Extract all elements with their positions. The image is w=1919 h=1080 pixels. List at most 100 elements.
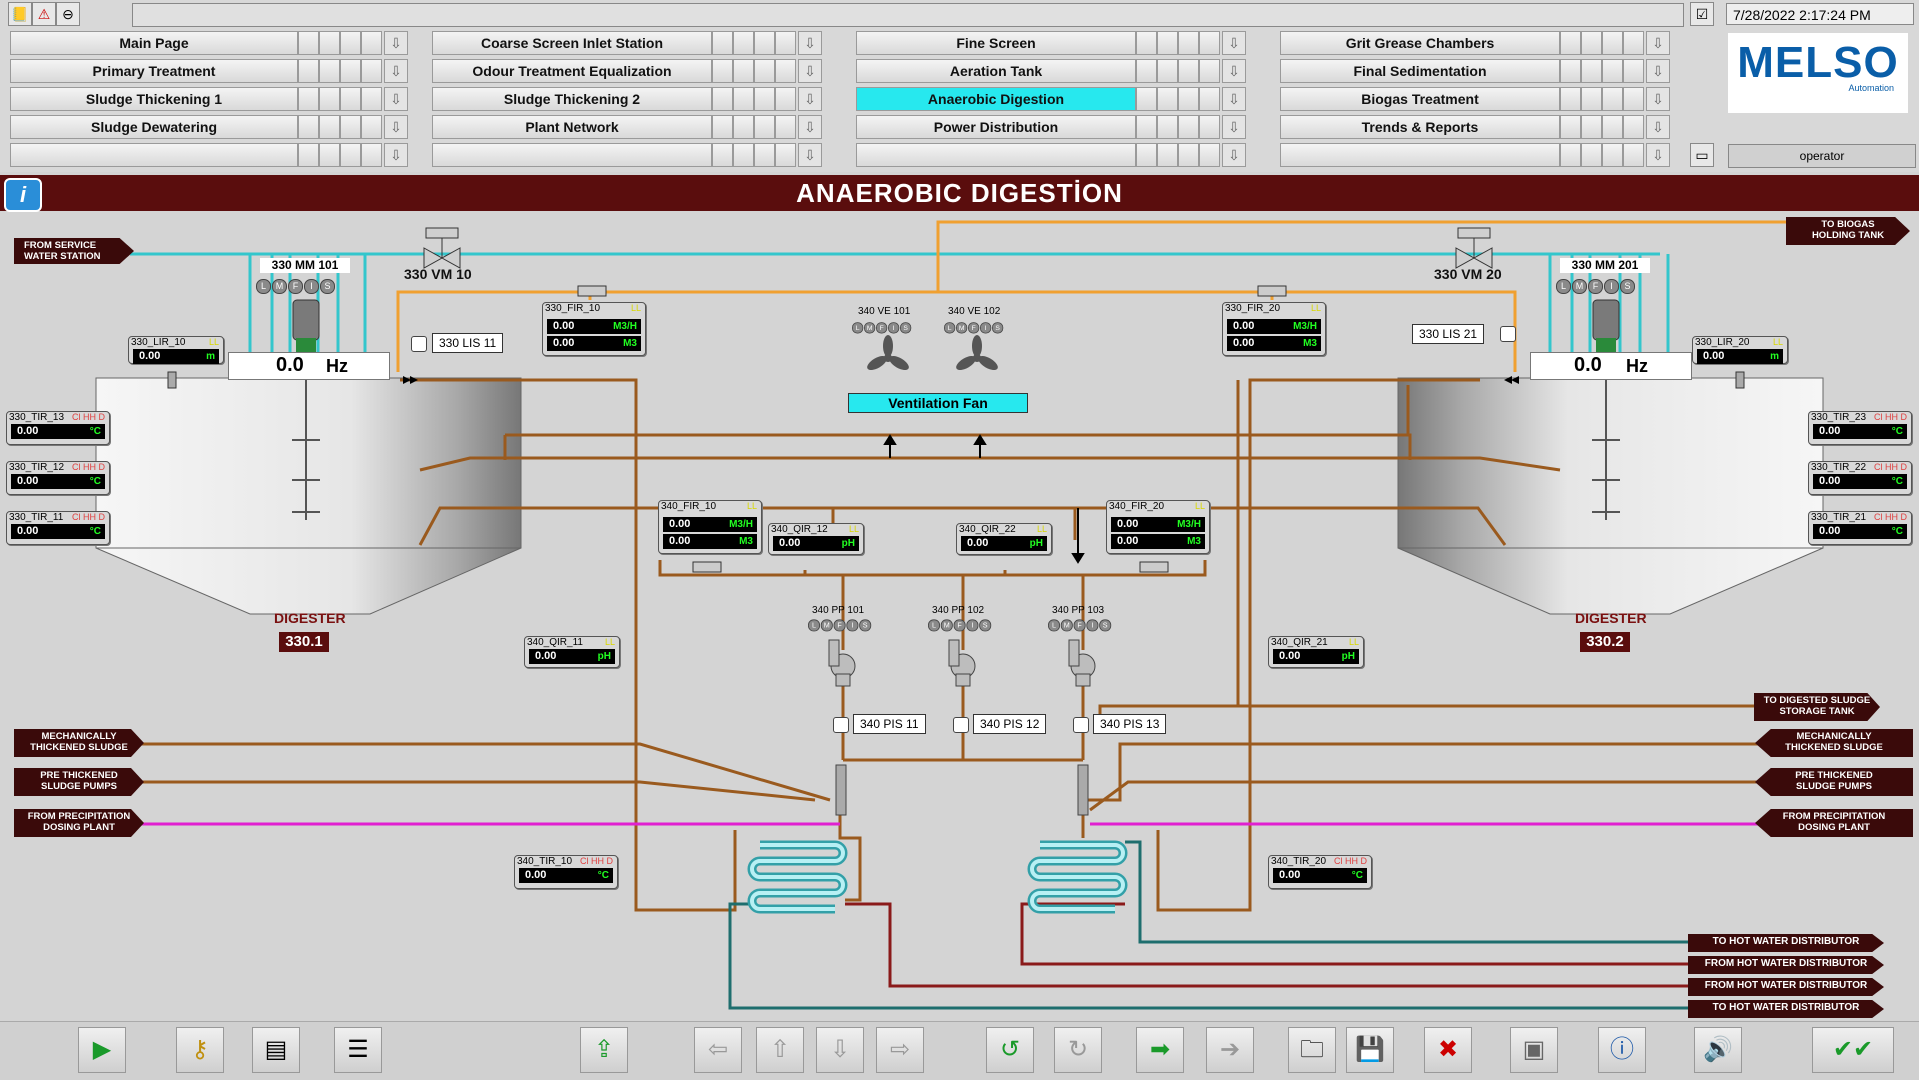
alarm-icon[interactable]: ⚠ [32, 2, 56, 26]
nav-slot[interactable] [361, 87, 382, 111]
nav-slot[interactable] [298, 115, 319, 139]
sound-icon[interactable]: 🔊 [1694, 1027, 1742, 1073]
nav-button-1-2[interactable]: Primary Treatment [10, 59, 298, 83]
key-icon[interactable]: ⚷ [176, 1027, 224, 1073]
nav-slot[interactable] [1136, 143, 1157, 167]
screen-icon[interactable]: ▭ [1690, 143, 1714, 167]
nav-slot[interactable] [1602, 31, 1623, 55]
nav-button-4-5[interactable] [1280, 143, 1560, 167]
lis21-checkbox[interactable] [1500, 326, 1516, 342]
nav-button-2-5[interactable] [432, 143, 712, 167]
nav-slot[interactable] [298, 87, 319, 111]
nav-slot[interactable] [1178, 59, 1199, 83]
nav-button-1-5[interactable] [10, 143, 298, 167]
acknowledge-icon[interactable]: ✔✔ [1812, 1027, 1894, 1073]
nav-slot[interactable] [1602, 87, 1623, 111]
minimize-icon[interactable]: ⊖ [56, 2, 80, 26]
nav-slot[interactable] [1157, 115, 1178, 139]
nav-down-arrow-icon[interactable]: ⇩ [1222, 31, 1246, 55]
nav-down-arrow-icon[interactable]: ⇩ [384, 59, 408, 83]
nav-slot[interactable] [298, 31, 319, 55]
nav-down-arrow-icon[interactable]: ⇩ [798, 87, 822, 111]
nav-slot[interactable] [1157, 59, 1178, 83]
nav-slot[interactable] [1199, 87, 1220, 111]
nav-slot[interactable] [319, 59, 340, 83]
pis13-checkbox[interactable] [1073, 717, 1089, 733]
undo-icon[interactable]: ↺ [986, 1027, 1034, 1073]
nav-slot[interactable] [1560, 143, 1581, 167]
nav-button-1-1[interactable]: Main Page [10, 31, 298, 55]
nav-slot[interactable] [754, 115, 775, 139]
down-arrow-icon[interactable]: ⇩ [816, 1027, 864, 1073]
nav-button-3-3[interactable]: Anaerobic Digestion [856, 87, 1136, 111]
nav-down-arrow-icon[interactable]: ⇩ [798, 115, 822, 139]
nav-slot[interactable] [1136, 31, 1157, 55]
nav-down-arrow-icon[interactable]: ⇩ [798, 143, 822, 167]
nav-slot[interactable] [298, 143, 319, 167]
ventilation-fan-button[interactable]: Ventilation Fan [848, 393, 1028, 413]
nav-button-1-3[interactable]: Sludge Thickening 1 [10, 87, 298, 111]
nav-slot[interactable] [712, 143, 733, 167]
nav-slot[interactable] [733, 143, 754, 167]
nav-slot[interactable] [319, 31, 340, 55]
nav-slot[interactable] [712, 115, 733, 139]
nav-button-2-1[interactable]: Coarse Screen Inlet Station [432, 31, 712, 55]
nav-slot[interactable] [340, 143, 361, 167]
nav-slot[interactable] [775, 31, 796, 55]
nav-slot[interactable] [712, 31, 733, 55]
nav-down-arrow-icon[interactable]: ⇩ [798, 59, 822, 83]
nav-slot[interactable] [340, 31, 361, 55]
nav-slot[interactable] [1602, 143, 1623, 167]
nav-down-arrow-icon[interactable]: ⇩ [1222, 143, 1246, 167]
nav-slot[interactable] [1623, 143, 1644, 167]
nav-slot[interactable] [340, 87, 361, 111]
help-icon[interactable]: ⓘ [1598, 1027, 1646, 1073]
nav-down-arrow-icon[interactable]: ⇩ [384, 143, 408, 167]
nav-slot[interactable] [361, 143, 382, 167]
nav-button-4-1[interactable]: Grit Grease Chambers [1280, 31, 1560, 55]
nav-button-3-2[interactable]: Aeration Tank [856, 59, 1136, 83]
nav-slot[interactable] [1602, 115, 1623, 139]
nav-slot[interactable] [1581, 143, 1602, 167]
notepad-icon[interactable]: 📒 [8, 2, 32, 26]
nav-slot[interactable] [1157, 31, 1178, 55]
nav-slot[interactable] [1623, 31, 1644, 55]
valve-vm20-label[interactable]: 330 VM 20 [1434, 266, 1502, 282]
nav-slot[interactable] [775, 87, 796, 111]
nav-slot[interactable] [298, 59, 319, 83]
nav-slot[interactable] [1623, 87, 1644, 111]
nav-slot[interactable] [361, 59, 382, 83]
nav-slot[interactable] [340, 115, 361, 139]
nav-slot[interactable] [1581, 59, 1602, 83]
nav-slot[interactable] [319, 87, 340, 111]
nav-slot[interactable] [1560, 87, 1581, 111]
nav-slot[interactable] [1199, 31, 1220, 55]
nav-down-arrow-icon[interactable]: ⇩ [1222, 59, 1246, 83]
nav-down-arrow-icon[interactable]: ⇩ [1646, 59, 1670, 83]
info-icon[interactable]: i [4, 178, 42, 212]
nav-slot[interactable] [1560, 59, 1581, 83]
nav-button-3-4[interactable]: Power Distribution [856, 115, 1136, 139]
nav-slot[interactable] [1560, 115, 1581, 139]
nav-slot[interactable] [1136, 115, 1157, 139]
nav-slot[interactable] [1178, 143, 1199, 167]
delete-icon[interactable]: ✖ [1424, 1027, 1472, 1073]
nav-slot[interactable] [1199, 115, 1220, 139]
calendar-icon[interactable]: ☑ [1690, 2, 1714, 26]
nav-button-4-4[interactable]: Trends & Reports [1280, 115, 1560, 139]
nav-slot[interactable] [733, 115, 754, 139]
checklist-icon[interactable]: ☰ [334, 1027, 382, 1073]
